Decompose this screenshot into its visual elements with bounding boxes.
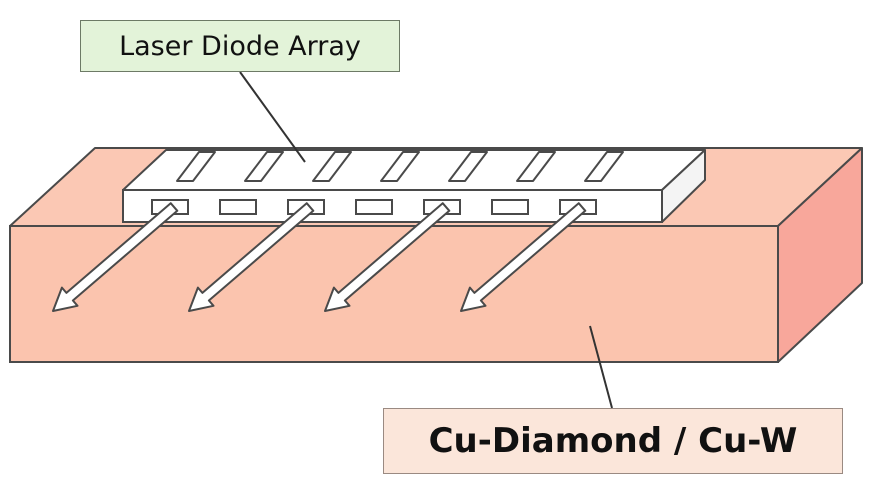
emitter-facet xyxy=(355,199,393,215)
substrate-leader-line xyxy=(589,325,613,409)
top-stripe xyxy=(176,151,216,182)
substrate-material-label: Cu-Diamond / Cu-W xyxy=(383,408,843,474)
laser-diode-bar xyxy=(122,149,706,223)
emission-arrow xyxy=(52,202,179,312)
top-stripe xyxy=(448,151,488,182)
top-stripe xyxy=(516,151,556,182)
emission-arrow xyxy=(324,202,451,312)
emission-arrow xyxy=(460,202,587,312)
array-leader-line xyxy=(239,71,306,163)
top-stripe xyxy=(584,151,624,182)
emission-arrow xyxy=(188,202,315,312)
emission-arrows xyxy=(52,202,587,312)
top-stripe xyxy=(312,151,352,182)
top-stripe xyxy=(244,151,284,182)
top-stripes xyxy=(176,151,624,182)
emitter-facet xyxy=(491,199,529,215)
laser-diode-array-label: Laser Diode Array xyxy=(80,20,400,72)
top-stripe xyxy=(380,151,420,182)
emitter-facet xyxy=(219,199,257,215)
